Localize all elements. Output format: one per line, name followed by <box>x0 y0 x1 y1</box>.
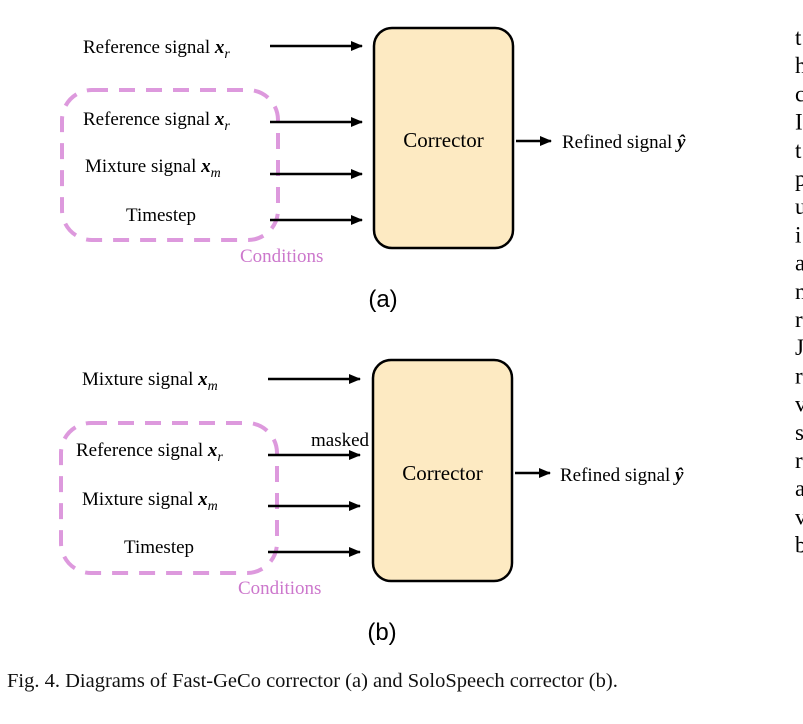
column-char: J <box>795 335 803 360</box>
column-char: i <box>795 222 801 247</box>
input-label-reference-top: Reference signal xr <box>83 37 230 62</box>
column-char: r <box>795 363 803 388</box>
condition-label-timestep: Timestep <box>124 537 194 558</box>
column-char: n <box>795 279 803 304</box>
column-char: I <box>795 110 803 135</box>
masked-label: masked <box>311 430 370 451</box>
panel-label: (b) <box>367 619 396 646</box>
column-char: a <box>795 251 803 276</box>
diagram-b: Mixture signal xm masked Reference signa… <box>59 358 684 646</box>
column-char: u <box>795 194 803 219</box>
column-char: r <box>795 307 803 332</box>
corrector-box <box>371 358 514 583</box>
condition-label-reference: Reference signal xr <box>83 109 230 134</box>
column-char: v <box>795 392 803 417</box>
output-label: Refined signal ŷ <box>560 465 684 486</box>
condition-label-timestep: Timestep <box>126 205 196 226</box>
column-char: a <box>795 476 803 501</box>
column-char: t <box>795 25 802 50</box>
column-char: v <box>795 504 803 529</box>
corrector-box <box>372 26 515 250</box>
output-label: Refined signal ŷ <box>562 132 686 153</box>
column-char: r <box>795 448 803 473</box>
panel-label: (a) <box>368 286 397 313</box>
input-label-mixture-top: Mixture signal xm <box>82 369 218 394</box>
conditions-label: Conditions <box>238 578 321 599</box>
column-char: s <box>795 420 803 445</box>
diagram-a: Reference signal xr Reference signal xr … <box>60 26 686 313</box>
condition-label-reference: Reference signal xr <box>76 440 223 465</box>
conditions-group <box>59 421 279 575</box>
corrector-label: Corrector <box>403 128 483 152</box>
corrector-label: Corrector <box>402 461 482 485</box>
column-char: p <box>795 166 803 191</box>
column-char: t <box>795 138 802 163</box>
column-char: h <box>795 53 803 78</box>
conditions-group <box>60 88 280 242</box>
column-char: c <box>795 81 803 106</box>
condition-label-mixture: Mixture signal xm <box>85 156 221 181</box>
conditions-label: Conditions <box>240 246 323 267</box>
condition-label-mixture: Mixture signal xm <box>82 489 218 514</box>
column-char: b <box>795 533 803 558</box>
figure-caption: Fig. 4. Diagrams of Fast-GeCo corrector … <box>7 670 618 692</box>
